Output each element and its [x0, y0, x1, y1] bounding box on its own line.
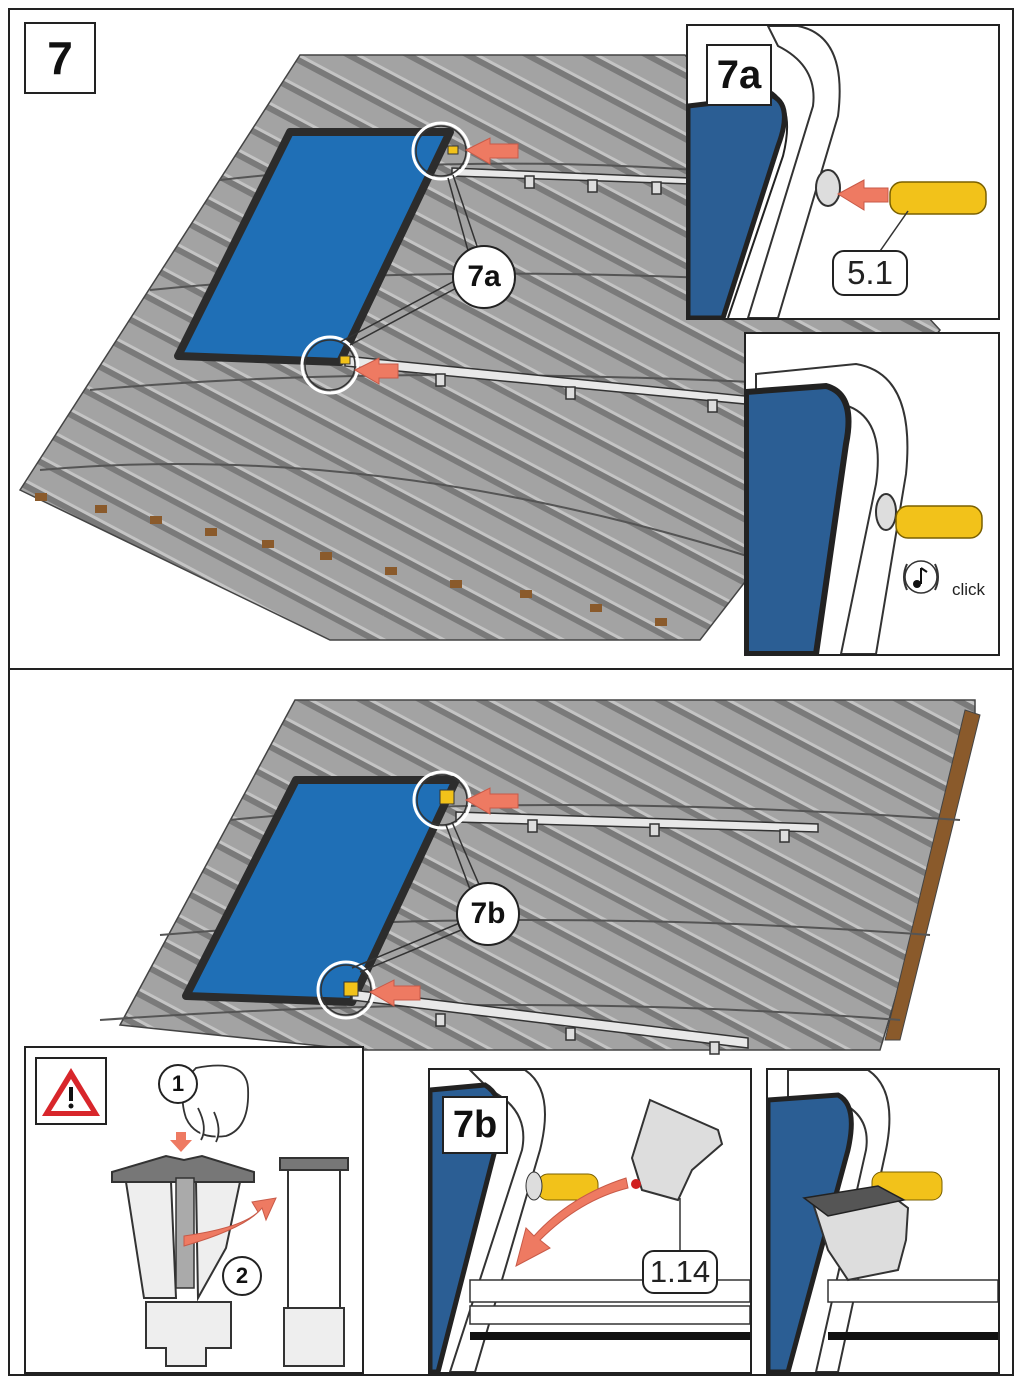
rail-hooks	[435, 819, 790, 1055]
clamp-profile-secured	[279, 1157, 349, 1367]
clamp	[439, 789, 455, 805]
mounting-rail-upper	[455, 811, 819, 833]
highlight-circle-lower-inner	[320, 964, 372, 1016]
clamp-1-14	[630, 1098, 724, 1202]
step-label: 2	[235, 1263, 249, 1288]
warning-triangle-icon	[35, 1057, 107, 1125]
collector-glass	[746, 382, 852, 654]
inset-illustration	[768, 1070, 998, 1372]
arrow-icon	[464, 787, 519, 815]
collector-glass	[688, 93, 787, 318]
roof-edge	[884, 709, 981, 1041]
press-arrow	[170, 1132, 192, 1152]
callout-bubble-7b: 7b	[456, 882, 520, 946]
highlight-circle-lower-inner	[304, 339, 356, 391]
warning-step-2: 2	[222, 1256, 262, 1296]
arrow-icon	[353, 357, 399, 385]
connector-top	[447, 145, 459, 155]
rail	[469, 1305, 750, 1325]
warning-step-1: 1	[158, 1064, 198, 1104]
part-label-text: 5.1	[847, 254, 893, 291]
connector-nut	[875, 493, 897, 531]
leader-line	[877, 210, 909, 255]
part-label-text: 1.14	[649, 1254, 711, 1289]
inset-illustration	[746, 362, 983, 654]
connector-nut	[525, 1171, 543, 1201]
callout-bubble-7a: 7a	[452, 245, 516, 309]
inset-label-text: 7a	[716, 52, 762, 97]
rail-groove	[828, 1332, 998, 1340]
section-divider	[10, 668, 1012, 670]
mounting-rail-lower	[351, 989, 749, 1049]
clamp-top-plate	[802, 1185, 907, 1217]
solar-panel	[182, 776, 460, 1006]
step-label: 1	[171, 1071, 185, 1096]
step-number-box: 7	[24, 22, 96, 94]
callout-label: 7b	[470, 897, 506, 930]
leader-line	[351, 921, 463, 969]
arrow-icon	[836, 179, 889, 211]
leader-line	[359, 927, 467, 973]
callout-label: 7a	[467, 260, 501, 293]
leader-line	[452, 174, 481, 256]
detail-inset-click: click	[744, 332, 1000, 656]
click-label: click	[952, 580, 986, 599]
leader-line	[447, 177, 471, 259]
tile-course-line	[99, 1004, 901, 1021]
page-border	[8, 8, 1014, 1376]
yellow-connector-5-1	[895, 505, 983, 539]
turn-arrow	[183, 1197, 277, 1247]
warning-inset	[24, 1046, 364, 1374]
collector-frame	[448, 1070, 546, 1372]
rail-groove	[470, 1332, 750, 1340]
arrow-icon	[368, 979, 421, 1007]
step-number: 7	[47, 32, 73, 84]
inset-illustration	[688, 26, 987, 318]
hand-press	[181, 1064, 249, 1143]
rail	[827, 1279, 998, 1303]
arrow-icon	[515, 1177, 629, 1267]
leader-line	[349, 284, 463, 346]
yellow-connector-5-1	[889, 181, 987, 215]
connector-bottom	[339, 355, 351, 365]
bottom-roof-illustration	[99, 699, 981, 1055]
rail-hooks	[435, 175, 718, 413]
highlight-circle-lower	[300, 335, 360, 395]
eave-tiles	[35, 493, 667, 626]
inset-label-7a: 7a	[706, 44, 772, 106]
tile-course-line	[39, 463, 761, 561]
clamp-profile	[111, 1154, 255, 1367]
arrow-icon	[464, 137, 519, 165]
detail-inset-clamp-installed	[766, 1068, 1000, 1374]
inset-illustration	[35, 1057, 349, 1367]
connector-nut	[815, 169, 841, 207]
leader-line	[339, 277, 461, 343]
collector-frame	[746, 26, 841, 318]
clamp-marker	[631, 1179, 641, 1189]
collector-glass	[768, 1092, 854, 1372]
part-label-1-14: 1.14	[642, 1250, 718, 1294]
part-label-5-1: 5.1	[832, 250, 908, 296]
clamp	[343, 981, 359, 997]
collector-frame	[755, 362, 909, 654]
inset-label-text: 7b	[452, 1103, 498, 1146]
music-note-icon	[903, 560, 939, 594]
highlight-circle-upper-inner	[415, 125, 467, 177]
inset-label-7b: 7b	[442, 1096, 508, 1154]
